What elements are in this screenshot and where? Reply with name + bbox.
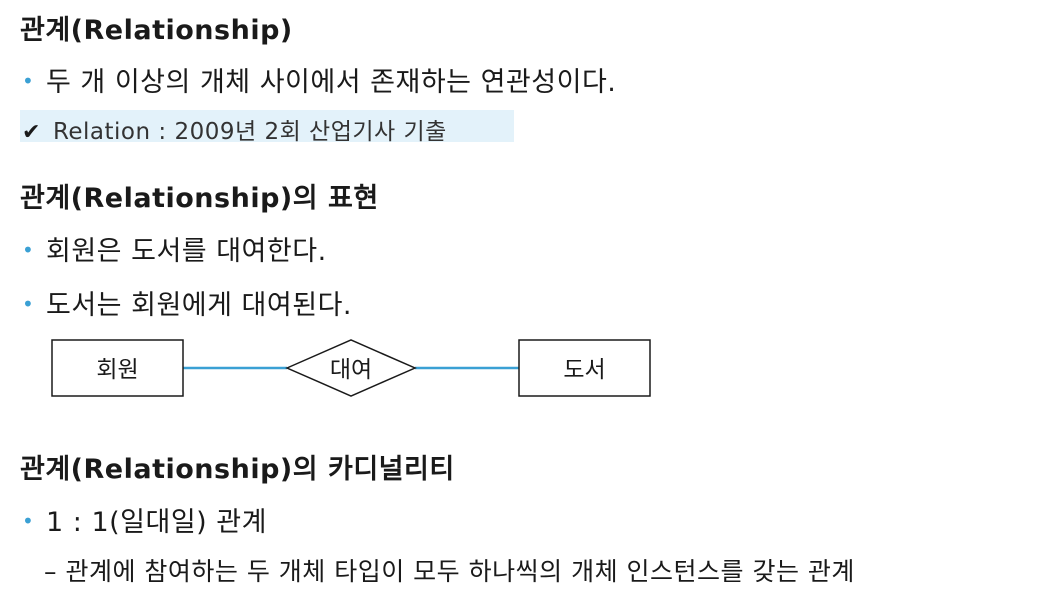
one-to-one-description: – 관계에 참여하는 두 개체 타입이 모두 하나씩의 개체 인스턴스를 갖는 … xyxy=(44,557,855,586)
bullet-one-to-one: • 1 : 1(일대일) 관계 xyxy=(22,500,267,539)
exam-note: ✔ Relation : 2009년 2회 산업기사 기출 xyxy=(22,112,447,146)
relationship-diamond xyxy=(285,339,417,397)
entity-label-book: 도서 xyxy=(563,357,605,383)
entity-box-book xyxy=(518,339,651,397)
relationship-label-borrow: 대여 xyxy=(330,357,372,383)
bullet-dot-icon: • xyxy=(22,291,35,316)
note-highlight xyxy=(20,110,514,142)
section-heading-representation: 관계(Relationship)의 표현 xyxy=(20,183,379,214)
entity-label-member: 회원 xyxy=(96,357,138,383)
section-heading-relationship: 관계(Relationship) xyxy=(20,15,293,46)
entity-box-member xyxy=(51,339,184,397)
bullet-dot-icon: • xyxy=(22,237,35,262)
section-heading-cardinality: 관계(Relationship)의 카디널리티 xyxy=(20,454,455,485)
bullet-dot-icon: • xyxy=(22,508,35,533)
exam-note-text: Relation : 2009년 2회 산업기사 기출 xyxy=(52,119,447,145)
bullet-relationship-definition: • 두 개 이상의 개체 사이에서 존재하는 연관성이다. xyxy=(22,60,616,99)
checkmark-icon: ✔ xyxy=(22,120,41,145)
bullet-text: 회원은 도서를 대여한다. xyxy=(46,236,327,267)
bullet-text: 두 개 이상의 개체 사이에서 존재하는 연관성이다. xyxy=(46,67,617,98)
bullet-member-borrows-book: • 회원은 도서를 대여한다. xyxy=(22,229,327,268)
bullet-text: 도서는 회원에게 대여된다. xyxy=(46,290,352,321)
bullet-text: 1 : 1(일대일) 관계 xyxy=(46,507,267,538)
bullet-dot-icon: • xyxy=(22,68,35,93)
bullet-book-borrowed-by-member: • 도서는 회원에게 대여된다. xyxy=(22,283,352,322)
